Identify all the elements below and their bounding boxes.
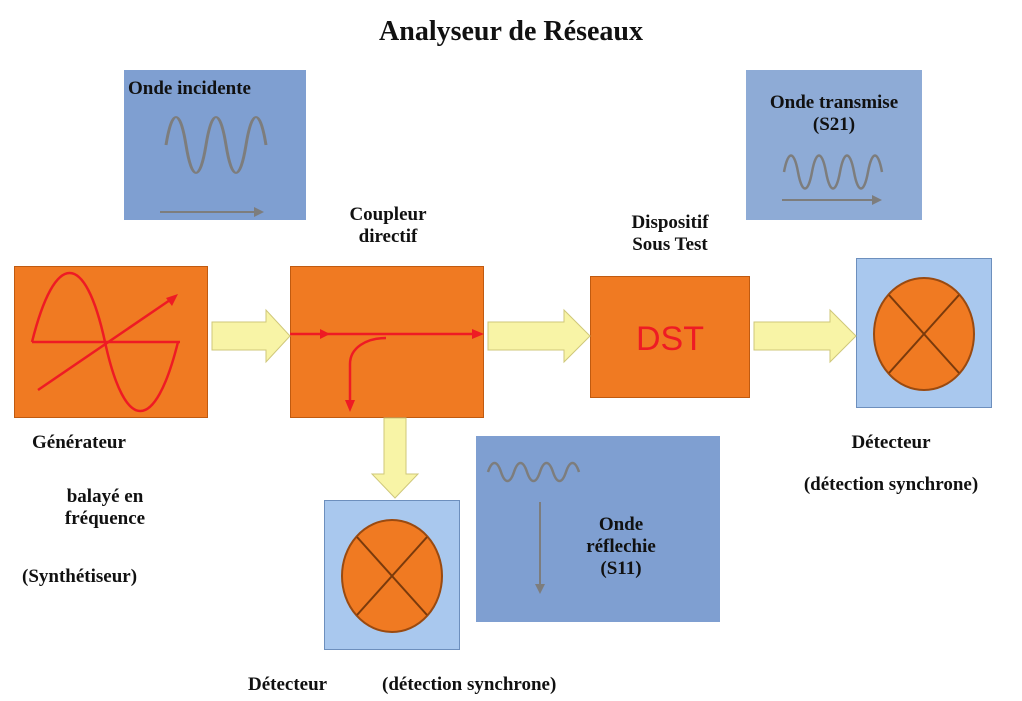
incident-sine-wave bbox=[164, 116, 268, 174]
dut-label-line1: Dispositif bbox=[631, 212, 709, 233]
generator-label-sweep: balayé en fréquence bbox=[30, 486, 180, 530]
coupler-box bbox=[290, 266, 484, 418]
reflected-wave-line2: réflechie bbox=[586, 536, 656, 557]
coupler-label-line1: Coupleur bbox=[349, 204, 427, 225]
arrow-coupler-to-detector bbox=[370, 417, 420, 499]
detector-bottom-label-line1: Détecteur bbox=[248, 674, 328, 695]
arrow-generator-to-coupler bbox=[211, 308, 291, 364]
transmitted-wave-line1: Onde transmise bbox=[769, 92, 899, 113]
transmitted-sine-wave bbox=[782, 154, 884, 190]
detector-right-label: Détecteur (détection synchrone) bbox=[766, 432, 1016, 496]
dut-box-label: DST bbox=[636, 320, 704, 358]
transmitted-wave-panel bbox=[746, 70, 922, 220]
transmitted-direction-arrow bbox=[782, 195, 882, 205]
reflected-direction-arrow bbox=[535, 502, 545, 594]
generator-label-line3: fréquence bbox=[64, 508, 146, 529]
dut-label-line2: Sous Test bbox=[632, 234, 708, 255]
incident-wave-panel bbox=[124, 70, 306, 220]
detector-right-label-line2: (détection synchrone) bbox=[803, 474, 979, 495]
transmitted-wave-line2: (S21) bbox=[812, 114, 856, 135]
detector-bottom-label-line2: (détection synchrone) bbox=[382, 674, 557, 695]
dut-label: Dispositif Sous Test bbox=[580, 212, 760, 256]
incident-wave-label: Onde incidente bbox=[128, 78, 251, 99]
reflected-wave-line1: Onde bbox=[598, 514, 644, 535]
detector-right-label-line1: Détecteur bbox=[851, 432, 931, 453]
arrow-coupler-to-dut bbox=[487, 308, 591, 364]
generator-label-line2: balayé en bbox=[66, 486, 144, 507]
detector-bottom-symbol bbox=[341, 519, 443, 633]
diagram-title: Analyseur de Réseaux bbox=[379, 16, 643, 47]
coupler-label-line2: directif bbox=[358, 226, 418, 247]
reflected-wave-line3: (S11) bbox=[600, 558, 642, 579]
coupler-label: Coupleur directif bbox=[300, 204, 476, 248]
generator-label-line4: (Synthétiseur) bbox=[22, 566, 138, 587]
detector-right-symbol bbox=[873, 277, 975, 391]
coupler-signal-paths bbox=[290, 329, 484, 412]
reflected-wave-label: Onde réflechie (S11) bbox=[566, 514, 676, 580]
arrow-dut-to-detector bbox=[753, 308, 857, 364]
dut-box bbox=[590, 276, 750, 398]
generator-label-line1: Générateur bbox=[32, 432, 126, 453]
transmitted-wave-label: Onde transmise (S21) bbox=[746, 92, 922, 136]
sweep-generator-symbol bbox=[30, 272, 180, 412]
incident-direction-arrow bbox=[160, 207, 264, 217]
reflected-sine-wave bbox=[486, 461, 581, 483]
